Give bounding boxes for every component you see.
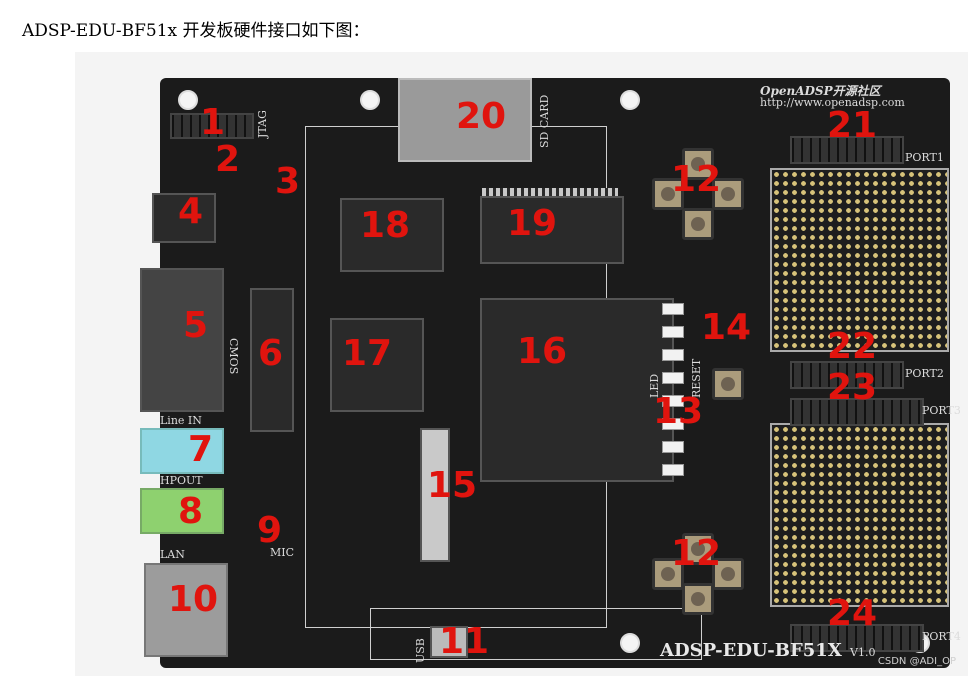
- cmos-silk: CMOS: [227, 338, 240, 375]
- brand-silk: OpenADSP开源社区: [760, 84, 881, 98]
- serial-db9: [140, 268, 224, 412]
- label-18: 18: [360, 205, 411, 246]
- board-version-silk: V1.0: [850, 646, 876, 659]
- label-22: 22: [827, 326, 878, 367]
- port1-header: [790, 136, 904, 164]
- push-button: [682, 533, 714, 565]
- power-jack: [152, 193, 216, 243]
- hpout-silk: HPOUT: [160, 474, 203, 487]
- label-6: 6: [258, 333, 284, 374]
- port3-header: [790, 398, 924, 426]
- label-14: 14: [701, 307, 752, 348]
- label-11: 11: [439, 621, 490, 662]
- dsp-processor: [480, 298, 674, 482]
- label-20: 20: [456, 96, 507, 137]
- board-photo: JTAG SD CARD CMOS Line IN HPOUT LAN MIC …: [75, 52, 968, 676]
- led: [662, 418, 684, 430]
- port2-header: [790, 361, 904, 389]
- label-21: 21: [827, 105, 878, 146]
- pcb-board: JTAG SD CARD CMOS Line IN HPOUT LAN MIC …: [140, 78, 961, 668]
- label-15: 15: [427, 465, 478, 506]
- mount-hole: [178, 90, 198, 110]
- port4-silk: PORT4: [922, 630, 961, 643]
- push-button: [712, 558, 744, 590]
- line-in-silk: Line IN: [160, 414, 202, 427]
- mount-hole: [620, 90, 640, 110]
- label-7: 7: [188, 429, 214, 470]
- url-silk: http://www.openadsp.com: [760, 96, 905, 109]
- led: [662, 372, 684, 384]
- push-button: [652, 558, 684, 590]
- label-10: 10: [168, 579, 219, 620]
- port4-header: [790, 624, 924, 652]
- label-13: 13: [653, 391, 704, 432]
- lan-jack: [144, 563, 228, 657]
- cmos-header: [250, 288, 294, 432]
- label-24: 24: [827, 593, 878, 634]
- sd-card-slot: [398, 78, 532, 162]
- push-button: [682, 583, 714, 615]
- jtag-silk: JTAG: [256, 110, 269, 138]
- sd-card-silk: SD CARD: [538, 94, 551, 148]
- mount-hole: [620, 633, 640, 653]
- label-19: 19: [507, 203, 558, 244]
- label-8: 8: [178, 491, 204, 532]
- sdram-pins: [482, 188, 618, 196]
- led: [662, 349, 684, 361]
- jtag-header: [170, 113, 254, 139]
- lan-silk: LAN: [160, 548, 185, 561]
- silk-outline: [370, 608, 702, 660]
- push-button: [712, 178, 744, 210]
- label-9: 9: [257, 510, 283, 551]
- page-caption: ADSP-EDU-BF51x 开发板硬件接口如下图：: [22, 21, 370, 41]
- flash-chip: [340, 198, 444, 272]
- port1-silk: PORT1: [905, 151, 944, 164]
- usb-connector: [430, 626, 468, 658]
- port2-silk: PORT2: [905, 367, 944, 380]
- label-17: 17: [342, 333, 393, 374]
- label-16: 16: [517, 331, 568, 372]
- label-12a: 12: [671, 159, 722, 200]
- push-button: [682, 148, 714, 180]
- led: [662, 326, 684, 338]
- led: [662, 395, 684, 407]
- fpc-connector: [420, 428, 450, 562]
- board-name-silk: ADSP-EDU-BF51X: [660, 640, 842, 661]
- codec-chip: [330, 318, 424, 412]
- proto-area: [770, 168, 949, 352]
- label-5: 5: [183, 305, 209, 346]
- led: [662, 303, 684, 315]
- sdram-chip: [480, 196, 624, 264]
- mount-hole: [360, 90, 380, 110]
- proto-area: [770, 423, 949, 607]
- label-1: 1: [200, 102, 226, 143]
- csdn-watermark: CSDN @ADI_OP: [877, 656, 956, 667]
- line-in-jack: [140, 428, 224, 474]
- label-12b: 12: [671, 533, 722, 574]
- led: [662, 441, 684, 453]
- push-button: [682, 208, 714, 240]
- led: [662, 464, 684, 476]
- port3-silk: PORT3: [922, 404, 961, 417]
- mic-silk: MIC: [270, 546, 295, 559]
- hpout-jack: [140, 488, 224, 534]
- label-2: 2: [215, 139, 241, 180]
- label-3: 3: [275, 161, 301, 202]
- label-4: 4: [178, 191, 204, 232]
- usb-silk: USB: [414, 638, 427, 663]
- label-23: 23: [827, 367, 878, 408]
- push-button: [652, 178, 684, 210]
- reset-button: [712, 368, 744, 400]
